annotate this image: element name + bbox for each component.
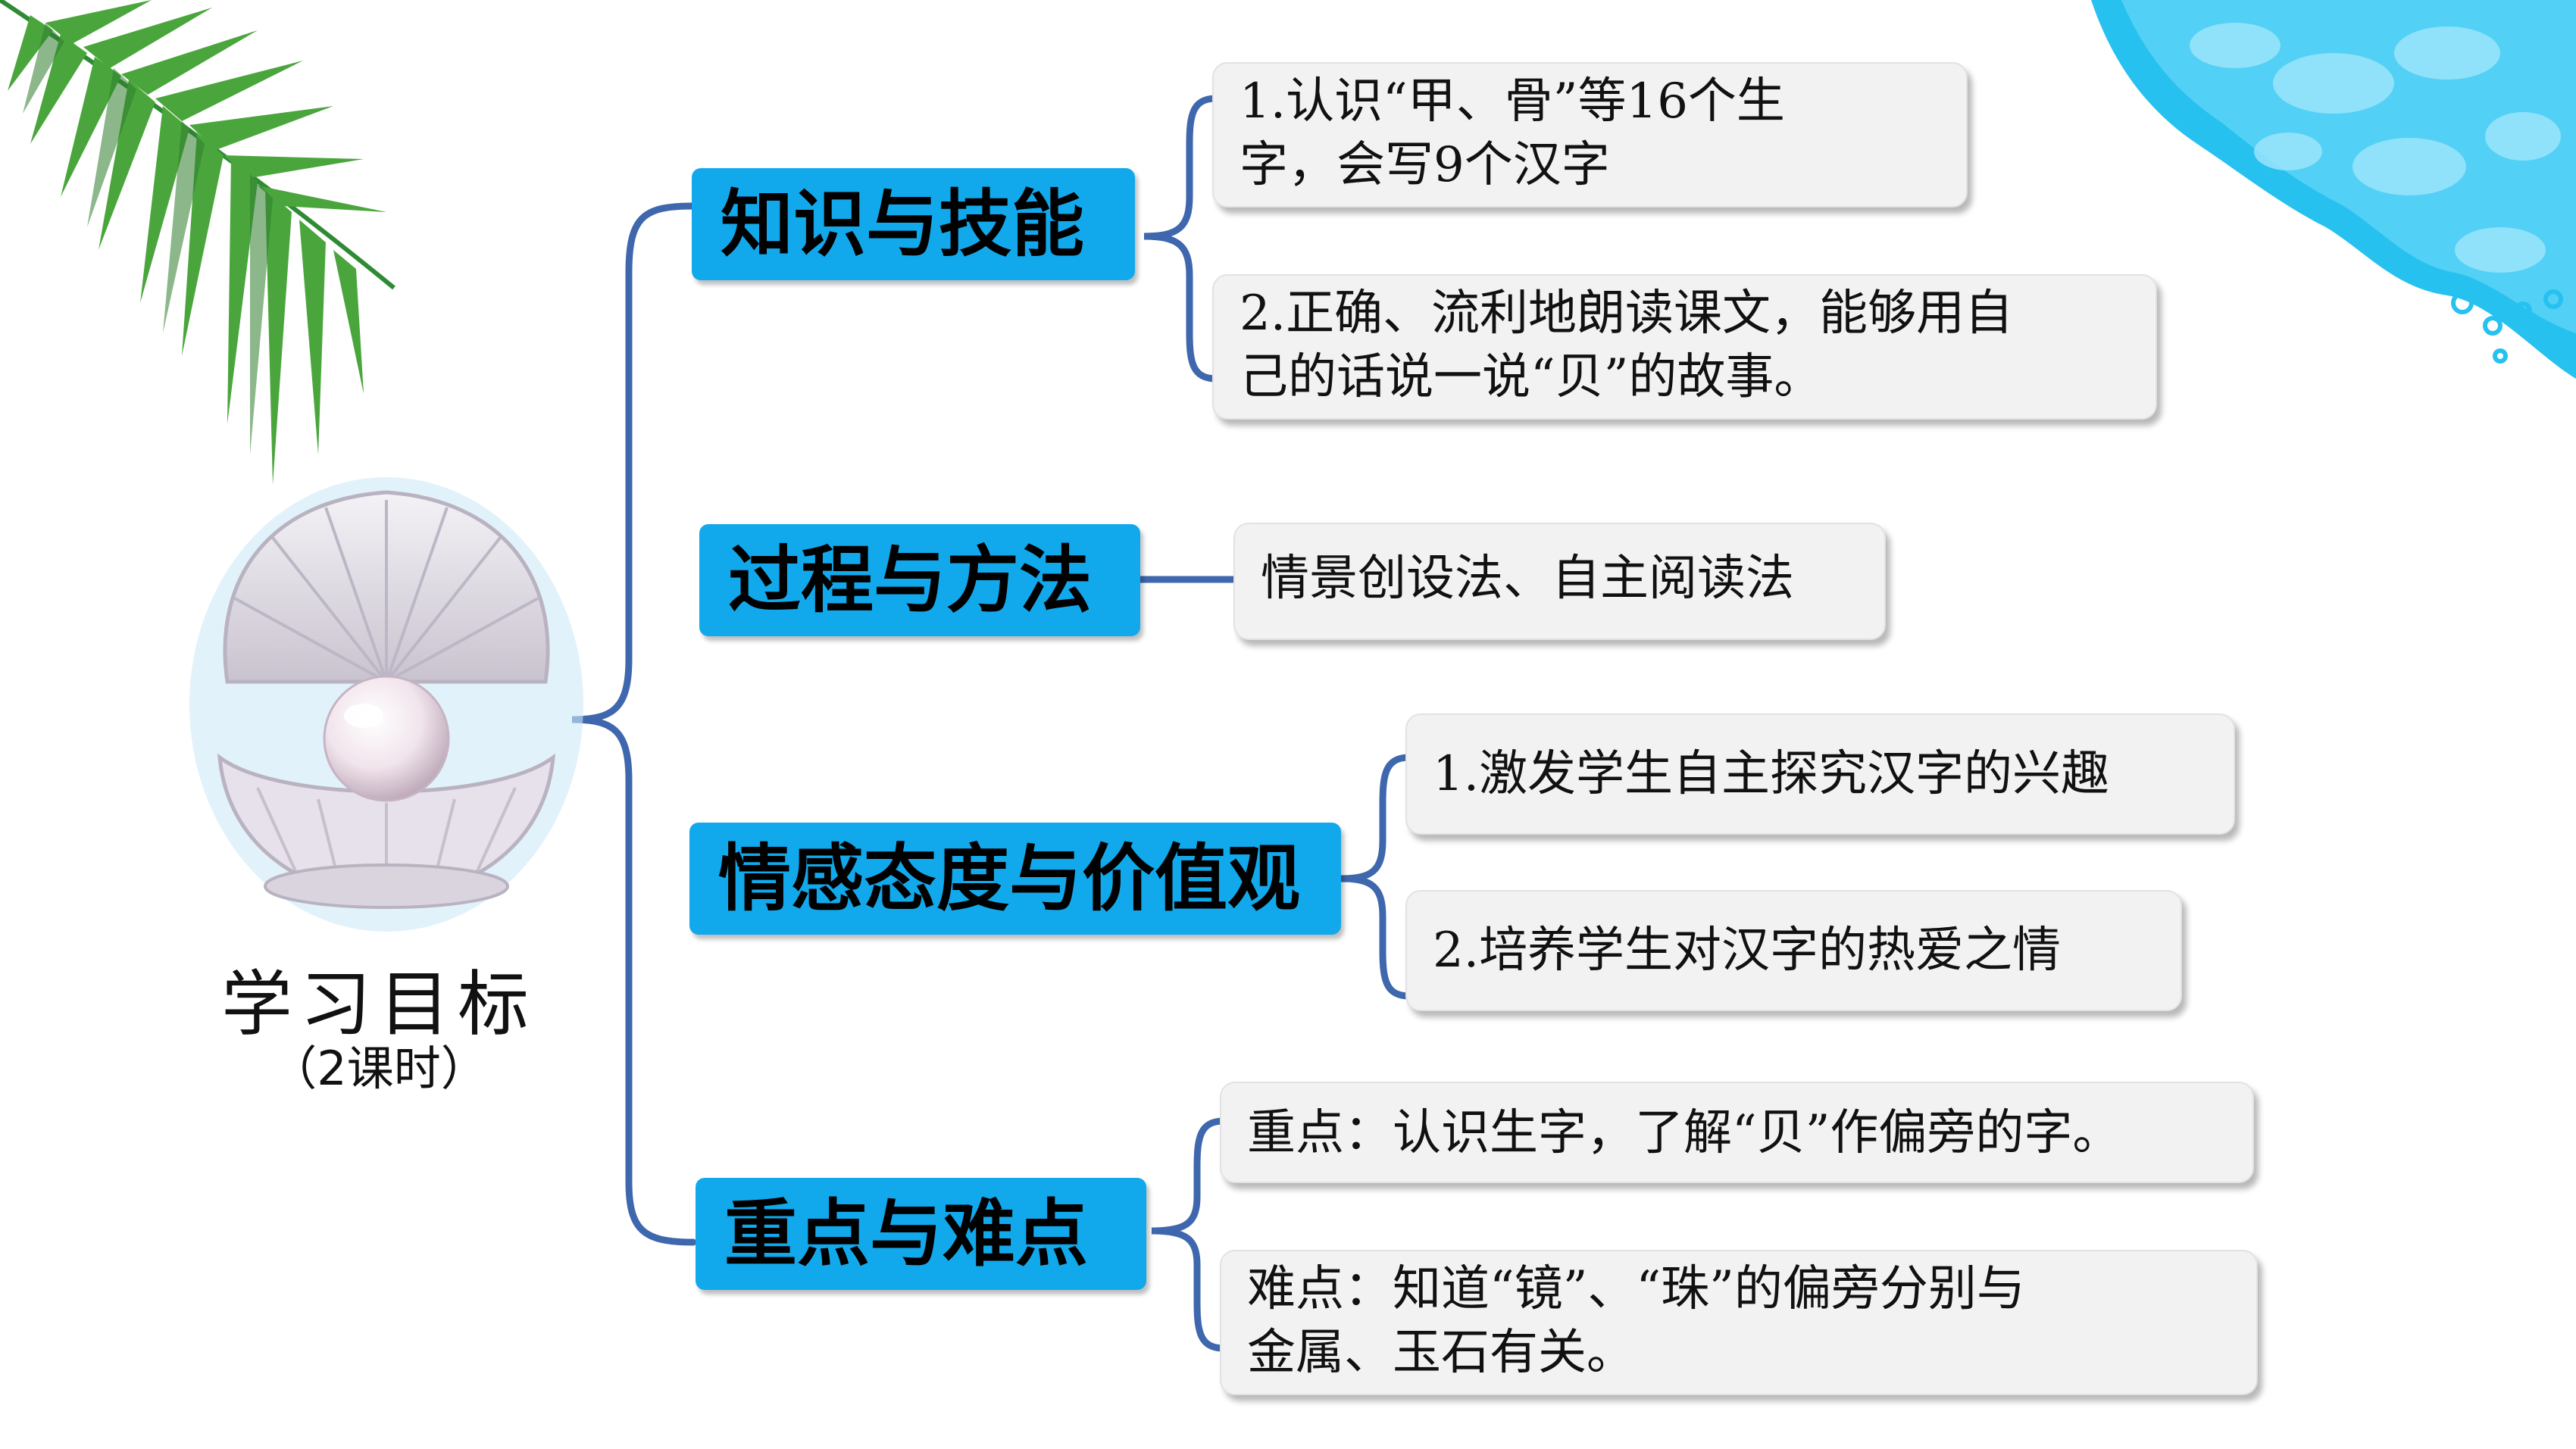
leaf-knowledge-1: 1.认识“甲、骨”等16个生 字，会写9个汉字: [1212, 62, 1968, 208]
brace-branch-4: [1151, 1117, 1227, 1352]
topic-key-difficult: 重点与难点: [696, 1178, 1146, 1290]
brace-branch-1: [1143, 95, 1220, 383]
water-icon: [2091, 0, 2576, 379]
topic-emotion-values: 情感态度与价值观: [689, 823, 1341, 935]
topic-knowledge-skills: 知识与技能: [692, 168, 1135, 280]
leaf-key-point: 重点：认识生字，了解“贝”作偏旁的字。: [1220, 1082, 2254, 1183]
leaf-emotion-2: 2.培养学生对汉字的热爱之情: [1405, 890, 2182, 1011]
palm-leaf-icon: [0, 0, 395, 485]
leaf-process-1: 情景创设法、自主阅读法: [1233, 523, 1886, 640]
center-subtitle: （2课时）: [270, 1041, 488, 1096]
center-title: 学习目标: [220, 963, 536, 1046]
leaf-difficult-point: 难点：知道“镜”、“珠”的偏旁分别与 金属、玉石有关。: [1220, 1250, 2258, 1395]
brace-branch-3: [1340, 754, 1413, 1000]
leaf-emotion-1: 1.激发学生自主探究汉字的兴趣: [1405, 714, 2235, 835]
topic-process-method: 过程与方法: [699, 524, 1140, 636]
leaf-knowledge-2: 2.正确、流利地朗读课文，能够用自 己的话说一说“贝”的故事。: [1212, 274, 2157, 420]
